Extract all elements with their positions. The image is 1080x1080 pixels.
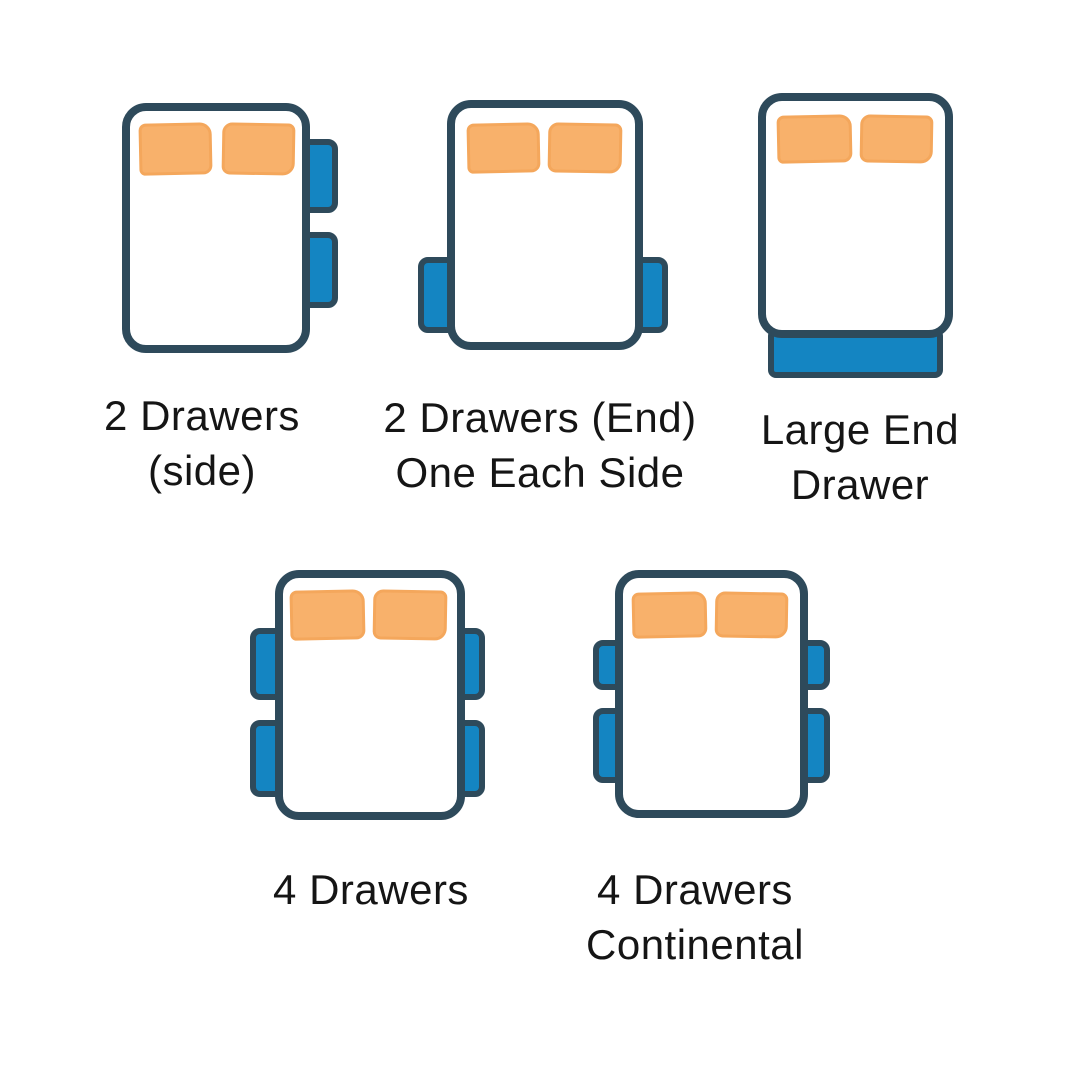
figure-label: 4 Drawers Continental [515, 862, 875, 972]
pillow-icon [776, 114, 853, 164]
pillow-icon [714, 591, 789, 639]
pillow-icon [138, 122, 213, 176]
pillow-icon [221, 122, 296, 176]
figure-label-line2: Continental [586, 921, 804, 968]
figure-label: 2 Drawers (side) [42, 388, 362, 498]
figure-label: 2 Drawers (End) One Each Side [360, 390, 720, 500]
figure-label-line1: 4 Drawers [597, 866, 793, 913]
pillow-icon [289, 589, 366, 641]
figure-label-line2: (side) [147, 447, 257, 494]
figure-label: 4 Drawers [221, 862, 521, 917]
figure-label-line2: Drawer [790, 461, 930, 508]
pillow-icon [372, 589, 448, 641]
figure-label-line1: 2 Drawers [104, 392, 300, 439]
pillow-icon [466, 122, 541, 174]
figure-label-line2: One Each Side [395, 449, 685, 496]
figure-label-line1: 4 Drawers [273, 866, 469, 913]
figure-label-line1: 2 Drawers (End) [383, 394, 697, 441]
figure-label-line1: Large End [760, 406, 960, 453]
pillow-icon [631, 591, 708, 639]
figure-label: Large End Drawer [710, 402, 1010, 512]
pillow-icon [547, 122, 623, 174]
pillow-icon [859, 114, 934, 164]
